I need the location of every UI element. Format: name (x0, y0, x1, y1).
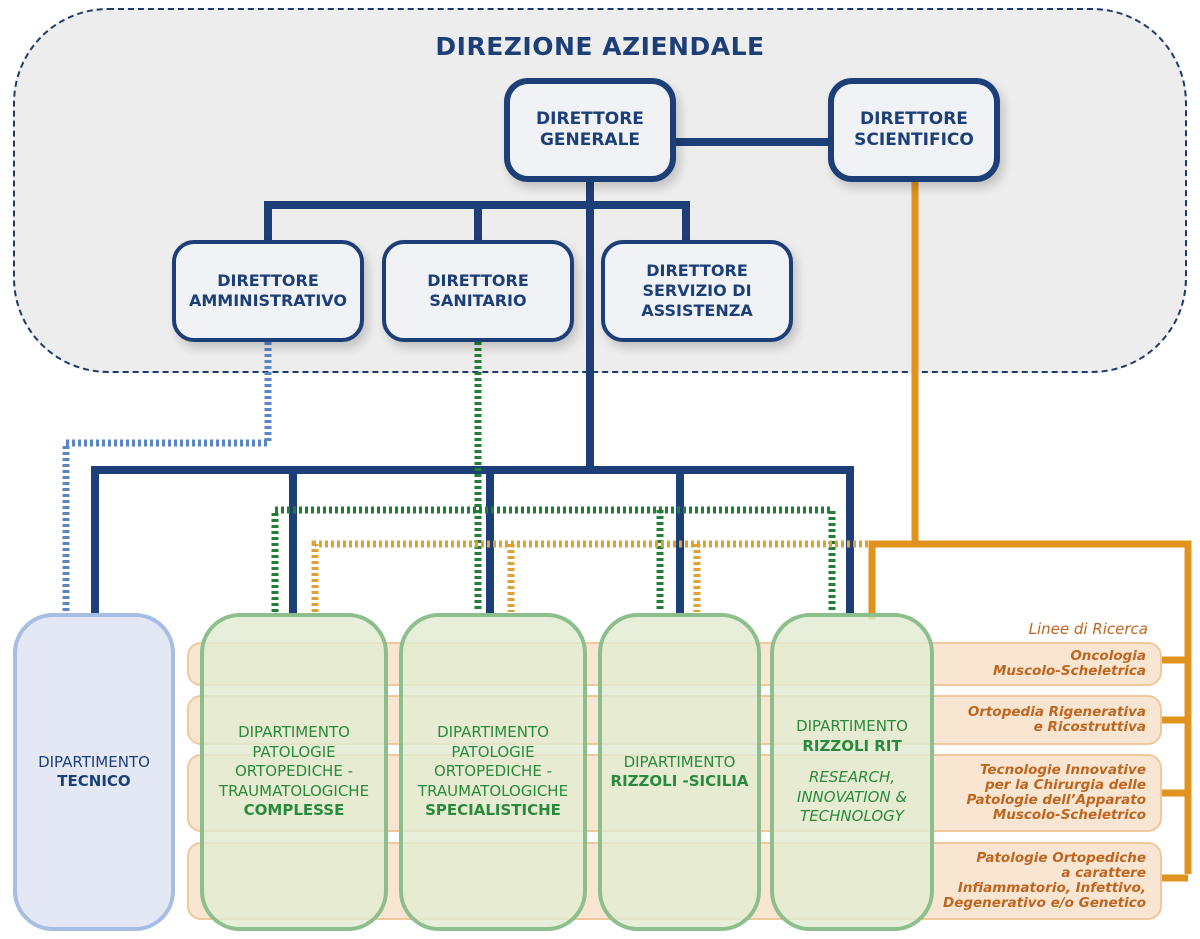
dept-line: DIPARTIMENTO (238, 723, 350, 742)
research-text: Patologie Ortopediche (976, 849, 1146, 866)
research-branch (868, 540, 1192, 874)
research-text: e Ricostruttiva (1033, 719, 1146, 735)
dipartimento-rizzoli-rit: DIPARTIMENTO RIZZOLI RIT RESEARCH, INNOV… (770, 613, 934, 931)
research-text: Oncologia (1070, 647, 1146, 664)
research-text: per la Chirurgia delle (984, 776, 1146, 793)
dept-line: ORTOPEDICHE - (234, 762, 353, 781)
dept-line-bold: RIZZOLI RIT (802, 736, 902, 755)
dept-line: DIPARTIMENTO (623, 752, 736, 771)
dept-line: PATOLOGIE (451, 742, 535, 761)
dipartimento-complesse: DIPARTIMENTO PATOLOGIE ORTOPEDICHE - TRA… (200, 613, 388, 931)
dept-line: DIPARTIMENTO (796, 717, 908, 736)
dept-line: PATOLOGIE (252, 742, 336, 761)
research-text: Infiammatorio, Infettivo, (957, 880, 1146, 896)
box-line: SANITARIO (429, 291, 527, 310)
dipartimento-tecnico: DIPARTIMENTO TECNICO (13, 613, 175, 931)
research-text: Degenerativo e/o Genetico (943, 895, 1146, 912)
box-line: GENERALE (539, 130, 641, 150)
box-line: DIRETTORE (427, 271, 529, 290)
research-text: Muscolo-Scheletrica (993, 663, 1146, 679)
dept-line-bold: TECNICO (57, 772, 131, 790)
dept-line: ORTOPEDICHE - (433, 762, 552, 781)
scientifico-dotted-branch (311, 540, 868, 612)
box-line: SCIENTIFICO (854, 130, 974, 150)
direzione-title: DIREZIONE AZIENDALE (435, 32, 765, 61)
sanitario-branch (271, 506, 836, 612)
dipartimento-specialistiche: DIPARTIMENTO PATOLOGIE ORTOPEDICHE - TRA… (399, 613, 587, 931)
box-line: DIRETTORE (536, 108, 644, 129)
box-line: AMMINISTRATIVO (189, 291, 347, 310)
dept-line-bold: SPECIALISTICHE (425, 801, 561, 820)
box-line: DIRETTORE (217, 271, 319, 290)
research-text: Patologie dell’Apparato (966, 792, 1146, 808)
dept-line: DIPARTIMENTO (38, 752, 150, 771)
dept-line: TRAUMATOLOGICHE (218, 781, 370, 800)
lower-branch (91, 466, 854, 615)
box-line: DIRETTORE (860, 108, 968, 129)
research-lines-label: Linee di Ricerca (1028, 620, 1148, 638)
research-text: Muscolo-Scheletrico (992, 807, 1146, 824)
dept-line: TRAUMATOLOGICHE (417, 781, 569, 800)
research-text: a carattere (1061, 864, 1146, 881)
dept-line: DIPARTIMENTO (437, 723, 549, 742)
research-text: Tecnologie Innovative (979, 761, 1146, 778)
amministrativo-tecnico-link (62, 342, 272, 612)
box-line: DIRETTORE (646, 261, 748, 280)
dipartimento-rizzoli-sicilia: DIPARTIMENTO RIZZOLI -SICILIA (598, 613, 761, 931)
dept-line-bold: COMPLESSE (243, 801, 345, 820)
dept-line-italic: INNOVATION & (796, 787, 908, 806)
research-text: Ortopedia Rigenerativa (967, 703, 1146, 720)
dept-line-italic: TECHNOLOGY (800, 807, 904, 826)
dept-line-italic: RESEARCH, (808, 768, 896, 787)
box-line: ASSISTENZA (641, 301, 753, 320)
dept-line-bold: RIZZOLI -SICILIA (610, 772, 749, 790)
box-line: SERVIZIO DI (642, 281, 752, 300)
